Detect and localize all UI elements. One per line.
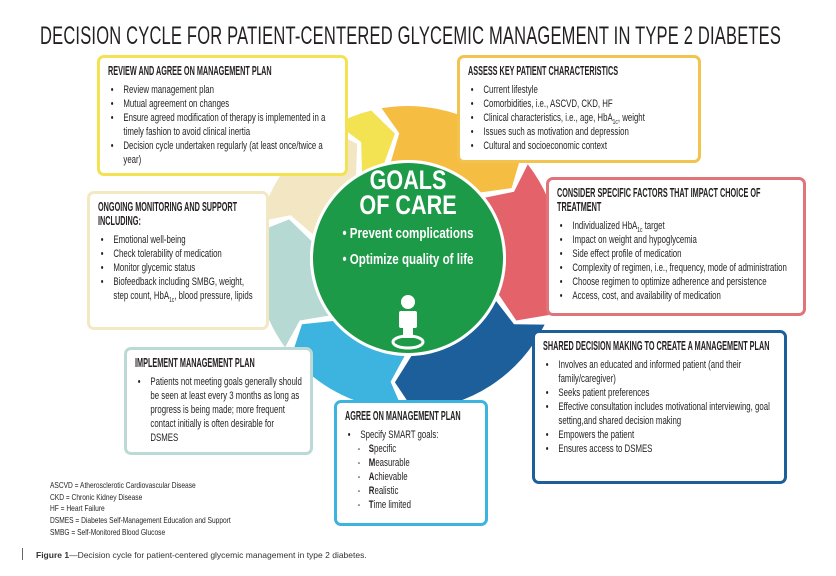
diagram-title: DECISION CYCLE FOR PATIENT-CENTERED GLYC… — [40, 22, 782, 50]
abbreviation: DSMES = Diabetes Self-Management Educati… — [50, 515, 231, 526]
list-item: Seeks patient preferences — [543, 386, 776, 400]
box-content: CONSIDER SPECIFIC FACTORS THAT IMPACT CH… — [557, 185, 795, 304]
list-item: Ensure agreed modification of therapy is… — [108, 111, 337, 139]
list-item: Clinical characteristics, i.e., age, HbA… — [468, 111, 690, 126]
list-item: Side effect profile of medication — [557, 247, 795, 261]
cycle-arrow-assess — [381, 106, 521, 193]
cycle-arrow-implement — [256, 219, 329, 348]
goals-title-1: GOALS — [369, 165, 447, 195]
list-item: Patients not meeting goals generally sho… — [135, 375, 302, 445]
list-item: Complexity of regimen, i.e., frequency, … — [557, 261, 795, 275]
box-heading: ASSESS KEY PATIENT CHARACTERISTICS — [468, 63, 619, 78]
smart-goal: Measurable — [345, 456, 477, 470]
bullet-list: Current lifestyleComorbidities, i.e., AS… — [468, 83, 690, 153]
review-box: REVIEW AND AGREE ON MANAGEMENT PLAN Revie… — [97, 55, 348, 176]
list-item: Choose regimen to optimize adherence and… — [557, 275, 795, 289]
smart-goal: Time limited — [345, 498, 477, 512]
smart-rest: easurable — [375, 457, 410, 469]
goal-item: • Optimize quality of life — [342, 252, 474, 268]
smart-goal: Realistic — [345, 484, 477, 498]
smart-rest: pecific — [374, 443, 397, 455]
list-item: Current lifestyle — [468, 83, 690, 97]
box-content: REVIEW AND AGREE ON MANAGEMENT PLAN Revie… — [108, 64, 337, 167]
goal-item: • Prevent complications — [342, 226, 474, 242]
list-item: Involves an educated and informed patien… — [543, 358, 776, 386]
cycle-arrow-agree — [291, 320, 405, 410]
caption-label: Figure 1 — [36, 550, 70, 560]
box-heading: CONSIDER SPECIFIC FACTORS THAT IMPACT CH… — [557, 185, 761, 214]
caption-text: —Decision cycle for patient-centered gly… — [69, 550, 367, 560]
smart-letter: S — [368, 443, 375, 455]
agree-box: AGREE ON MANAGEMENT PLAN Specify SMART go… — [334, 400, 488, 526]
list-item: Emotional well-being — [98, 233, 258, 247]
list-item: Monitor glycemic status — [98, 261, 258, 275]
box-heading: REVIEW AND AGREE ON MANAGEMENT PLAN — [108, 63, 272, 78]
box-content: AGREE ON MANAGEMENT PLAN Specify SMART go… — [345, 408, 477, 513]
smart-letter: T — [368, 499, 374, 511]
smart-rest: chievable — [374, 471, 408, 483]
box-content: IMPLEMENT MANAGEMENT PLAN Patients not me… — [135, 356, 302, 445]
smart-goal: Specific — [345, 442, 477, 456]
box-content: ASSESS KEY PATIENT CHARACTERISTICS Curren… — [468, 63, 690, 154]
goals-of-care: GOALS OF CARE • Prevent complications • … — [318, 165, 498, 270]
cycle-arrow-shared — [394, 300, 545, 410]
abbreviation: HF = Heart Failure — [50, 503, 105, 514]
list-item: Cultural and socioeconomic context — [468, 139, 690, 153]
smart-letter: M — [368, 457, 376, 469]
list-item: Specify SMART goals: — [345, 428, 477, 442]
list-item: Access, cost, and availability of medica… — [557, 289, 795, 303]
box-content: ONGOING MONITORING AND SUPPORT INCLUDING… — [98, 199, 258, 305]
abbreviations: ASCVD = Atherosclerotic Cardiovascular D… — [50, 480, 231, 539]
box-content: SHARED DECISION MAKING TO CREATE A MANAG… — [543, 338, 776, 457]
box-heading: IMPLEMENT MANAGEMENT PLAN — [135, 355, 255, 370]
figure-caption: Figure 1—Decision cycle for patient-cent… — [36, 550, 367, 560]
bullet-list: Emotional well-beingCheck tolerability o… — [98, 233, 258, 304]
list-item: Biofeedback including SMBG, weight, step… — [98, 275, 258, 304]
list-item: Review management plan — [108, 83, 337, 97]
list-item: Comorbidities, i.e., ASCVD, CKD, HF — [468, 97, 690, 111]
abbreviation: ASCVD = Atherosclerotic Cardiovascular D… — [50, 480, 196, 490]
bullet-list: Patients not meeting goals generally sho… — [135, 375, 302, 445]
consider-box: CONSIDER SPECIFIC FACTORS THAT IMPACT CH… — [546, 177, 806, 316]
list-item: Empowers the patient — [543, 428, 776, 442]
bullet-list: Involves an educated and informed patien… — [543, 358, 776, 456]
person-icon — [391, 295, 425, 350]
abbreviation: CKD = Chronic Kidney Disease — [50, 491, 143, 502]
smart-letter: R — [368, 485, 375, 497]
abbreviation: SMBG = Self-Monitored Blood Glucose — [50, 526, 166, 537]
shared-decision-box: SHARED DECISION MAKING TO CREATE A MANAG… — [532, 330, 787, 484]
box-heading: SHARED DECISION MAKING TO CREATE A MANAG… — [543, 338, 770, 353]
bullet-list: Review management planMutual agreement o… — [108, 83, 337, 167]
goals-circle — [313, 163, 503, 353]
goals-title-2: OF CARE — [359, 190, 457, 220]
box-heading: AGREE ON MANAGEMENT PLAN — [345, 408, 461, 423]
list-item: Effective consultation includes motivati… — [543, 400, 776, 428]
list-item: Individualized HbA1c target — [557, 219, 795, 234]
list-item: Mutual agreement on changes — [108, 97, 337, 111]
list-item: Decision cycle undertaken regularly (at … — [108, 139, 337, 167]
list-item: Check tolerability of medication — [98, 247, 258, 261]
smart-rest: ealistic — [374, 485, 399, 497]
list-item: Impact on weight and hypoglycemia — [557, 233, 795, 247]
smart-letter: A — [368, 471, 375, 483]
cycle-arrow-consider — [485, 164, 561, 321]
list-item: Ensures access to DSMES — [543, 442, 776, 456]
list-item: Issues such as motivation and depression — [468, 125, 690, 139]
bullet-list: Specify SMART goals:SpecificMeasurableAc… — [345, 428, 477, 512]
box-heading: ONGOING MONITORING AND SUPPORT INCLUDING… — [98, 199, 238, 228]
assess-box: ASSESS KEY PATIENT CHARACTERISTICS Curren… — [457, 55, 701, 163]
smart-rest: ime limited — [373, 499, 412, 511]
ongoing-box: ONGOING MONITORING AND SUPPORT INCLUDING… — [87, 191, 269, 330]
implement-box: IMPLEMENT MANAGEMENT PLAN Patients not me… — [124, 347, 313, 455]
cycle-arrow-review — [336, 110, 395, 172]
caption-divider — [22, 548, 23, 560]
bullet-list: Individualized HbA1c targetImpact on wei… — [557, 219, 795, 303]
smart-goal: Achievable — [345, 470, 477, 484]
